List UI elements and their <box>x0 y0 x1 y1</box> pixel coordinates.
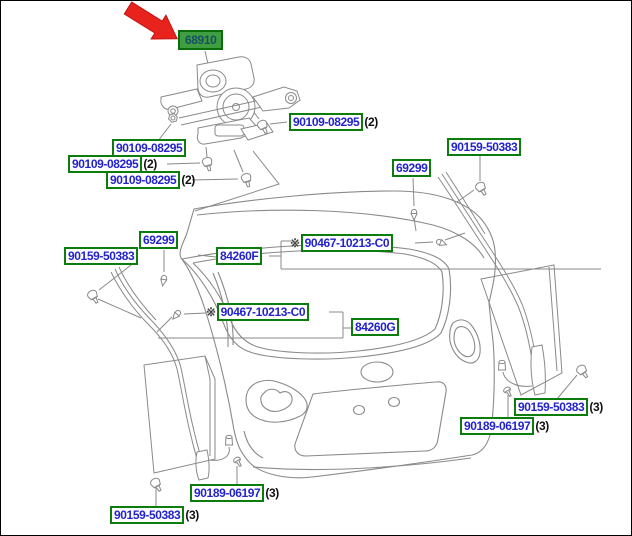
bolt-icon <box>148 476 165 494</box>
part-label-69299-right[interactable]: 69299 <box>392 159 432 177</box>
part-label-90467-10213-C0-top[interactable]: ※ 90467-10213-C0 <box>290 234 394 252</box>
part-number-text: 90109-08295 <box>106 171 181 189</box>
part-label-90109-08295-a[interactable]: 90109-08295 <box>112 139 187 157</box>
part-number-text: 90189-06197 <box>190 484 265 502</box>
part-label-90189-06197-left[interactable]: 90189-06197 (3) <box>190 484 279 502</box>
part-number-text: 84260F <box>216 247 263 265</box>
part-label-68910[interactable]: 68910 <box>178 30 224 50</box>
part-number-text: 90159-50383 <box>514 398 589 416</box>
quantity-text: (3) <box>589 400 603 414</box>
part-number-text: 90159-50383 <box>64 247 139 265</box>
part-number-text: 90159-50383 <box>110 506 185 524</box>
part-label-90159-50383-top-right[interactable]: 90159-50383 <box>447 138 522 156</box>
part-label-90467-10213-C0-bottom[interactable]: ※ 90467-10213-C0 <box>206 303 310 321</box>
part-number-text: 90159-50383 <box>447 138 522 156</box>
part-label-90159-50383-bottom-right[interactable]: 90159-50383 (3) <box>514 398 603 416</box>
part-label-84260F[interactable]: 84260F <box>216 247 263 265</box>
quantity-text: (3) <box>265 486 279 500</box>
part-label-69299-left[interactable]: 69299 <box>139 231 179 249</box>
left-molding-drawing <box>110 266 216 481</box>
part-label-90109-08295-d[interactable]: 90109-08295 (2) <box>289 113 378 131</box>
quantity-text: (2) <box>181 173 195 187</box>
wiper-motor-drawing <box>160 56 301 145</box>
bolt-icon <box>574 362 592 381</box>
screw-icon <box>232 455 245 469</box>
part-label-90159-50383-left[interactable]: 90159-50383 <box>64 247 139 265</box>
part-number-text: 90109-08295 <box>112 139 187 157</box>
right-molding-drawing <box>437 171 563 396</box>
part-number-text: 84260G <box>351 318 400 336</box>
quantity-text: (3) <box>535 419 549 433</box>
part-number-text: 69299 <box>139 231 179 249</box>
part-number-text: 90189-06197 <box>460 417 535 435</box>
part-number-text: 90109-08295 <box>289 113 364 131</box>
part-number-text: 90109-08295 <box>68 155 143 173</box>
grommet-icon <box>225 434 233 446</box>
reference-mark-icon: ※ <box>290 236 300 250</box>
wire <box>208 446 230 461</box>
part-label-90109-08295-c[interactable]: 90109-08295 (2) <box>106 171 195 189</box>
part-number-text: 90467-10213-C0 <box>300 234 394 252</box>
clip-icon <box>410 208 418 221</box>
part-number-text: 69299 <box>392 159 432 177</box>
part-number-text: 68910 <box>178 30 224 50</box>
quantity-text: (2) <box>143 157 157 171</box>
reference-mark-icon: ※ <box>206 305 216 319</box>
bolt-icon <box>473 180 490 198</box>
part-label-90159-50383-bottom-left[interactable]: 90159-50383 (3) <box>110 506 199 524</box>
bolt-icon <box>200 155 215 173</box>
quantity-text: (2) <box>364 115 378 129</box>
part-label-84260G[interactable]: 84260G <box>351 318 400 336</box>
fasteners <box>85 112 592 494</box>
part-label-90109-08295-b[interactable]: 90109-08295 (2) <box>68 155 157 173</box>
wire <box>502 371 533 387</box>
part-number-text: 90467-10213-C0 <box>216 303 310 321</box>
part-label-90189-06197-right[interactable]: 90189-06197 (3) <box>460 417 549 435</box>
bolt-icon <box>85 288 102 306</box>
highlight-arrow-icon <box>123 1 178 40</box>
leader-lines <box>97 50 601 506</box>
quantity-text: (3) <box>185 508 199 522</box>
clip-icon <box>159 274 168 287</box>
clip-icon <box>170 308 183 322</box>
grommet-icon <box>498 359 506 371</box>
bolt-icon <box>239 171 254 189</box>
